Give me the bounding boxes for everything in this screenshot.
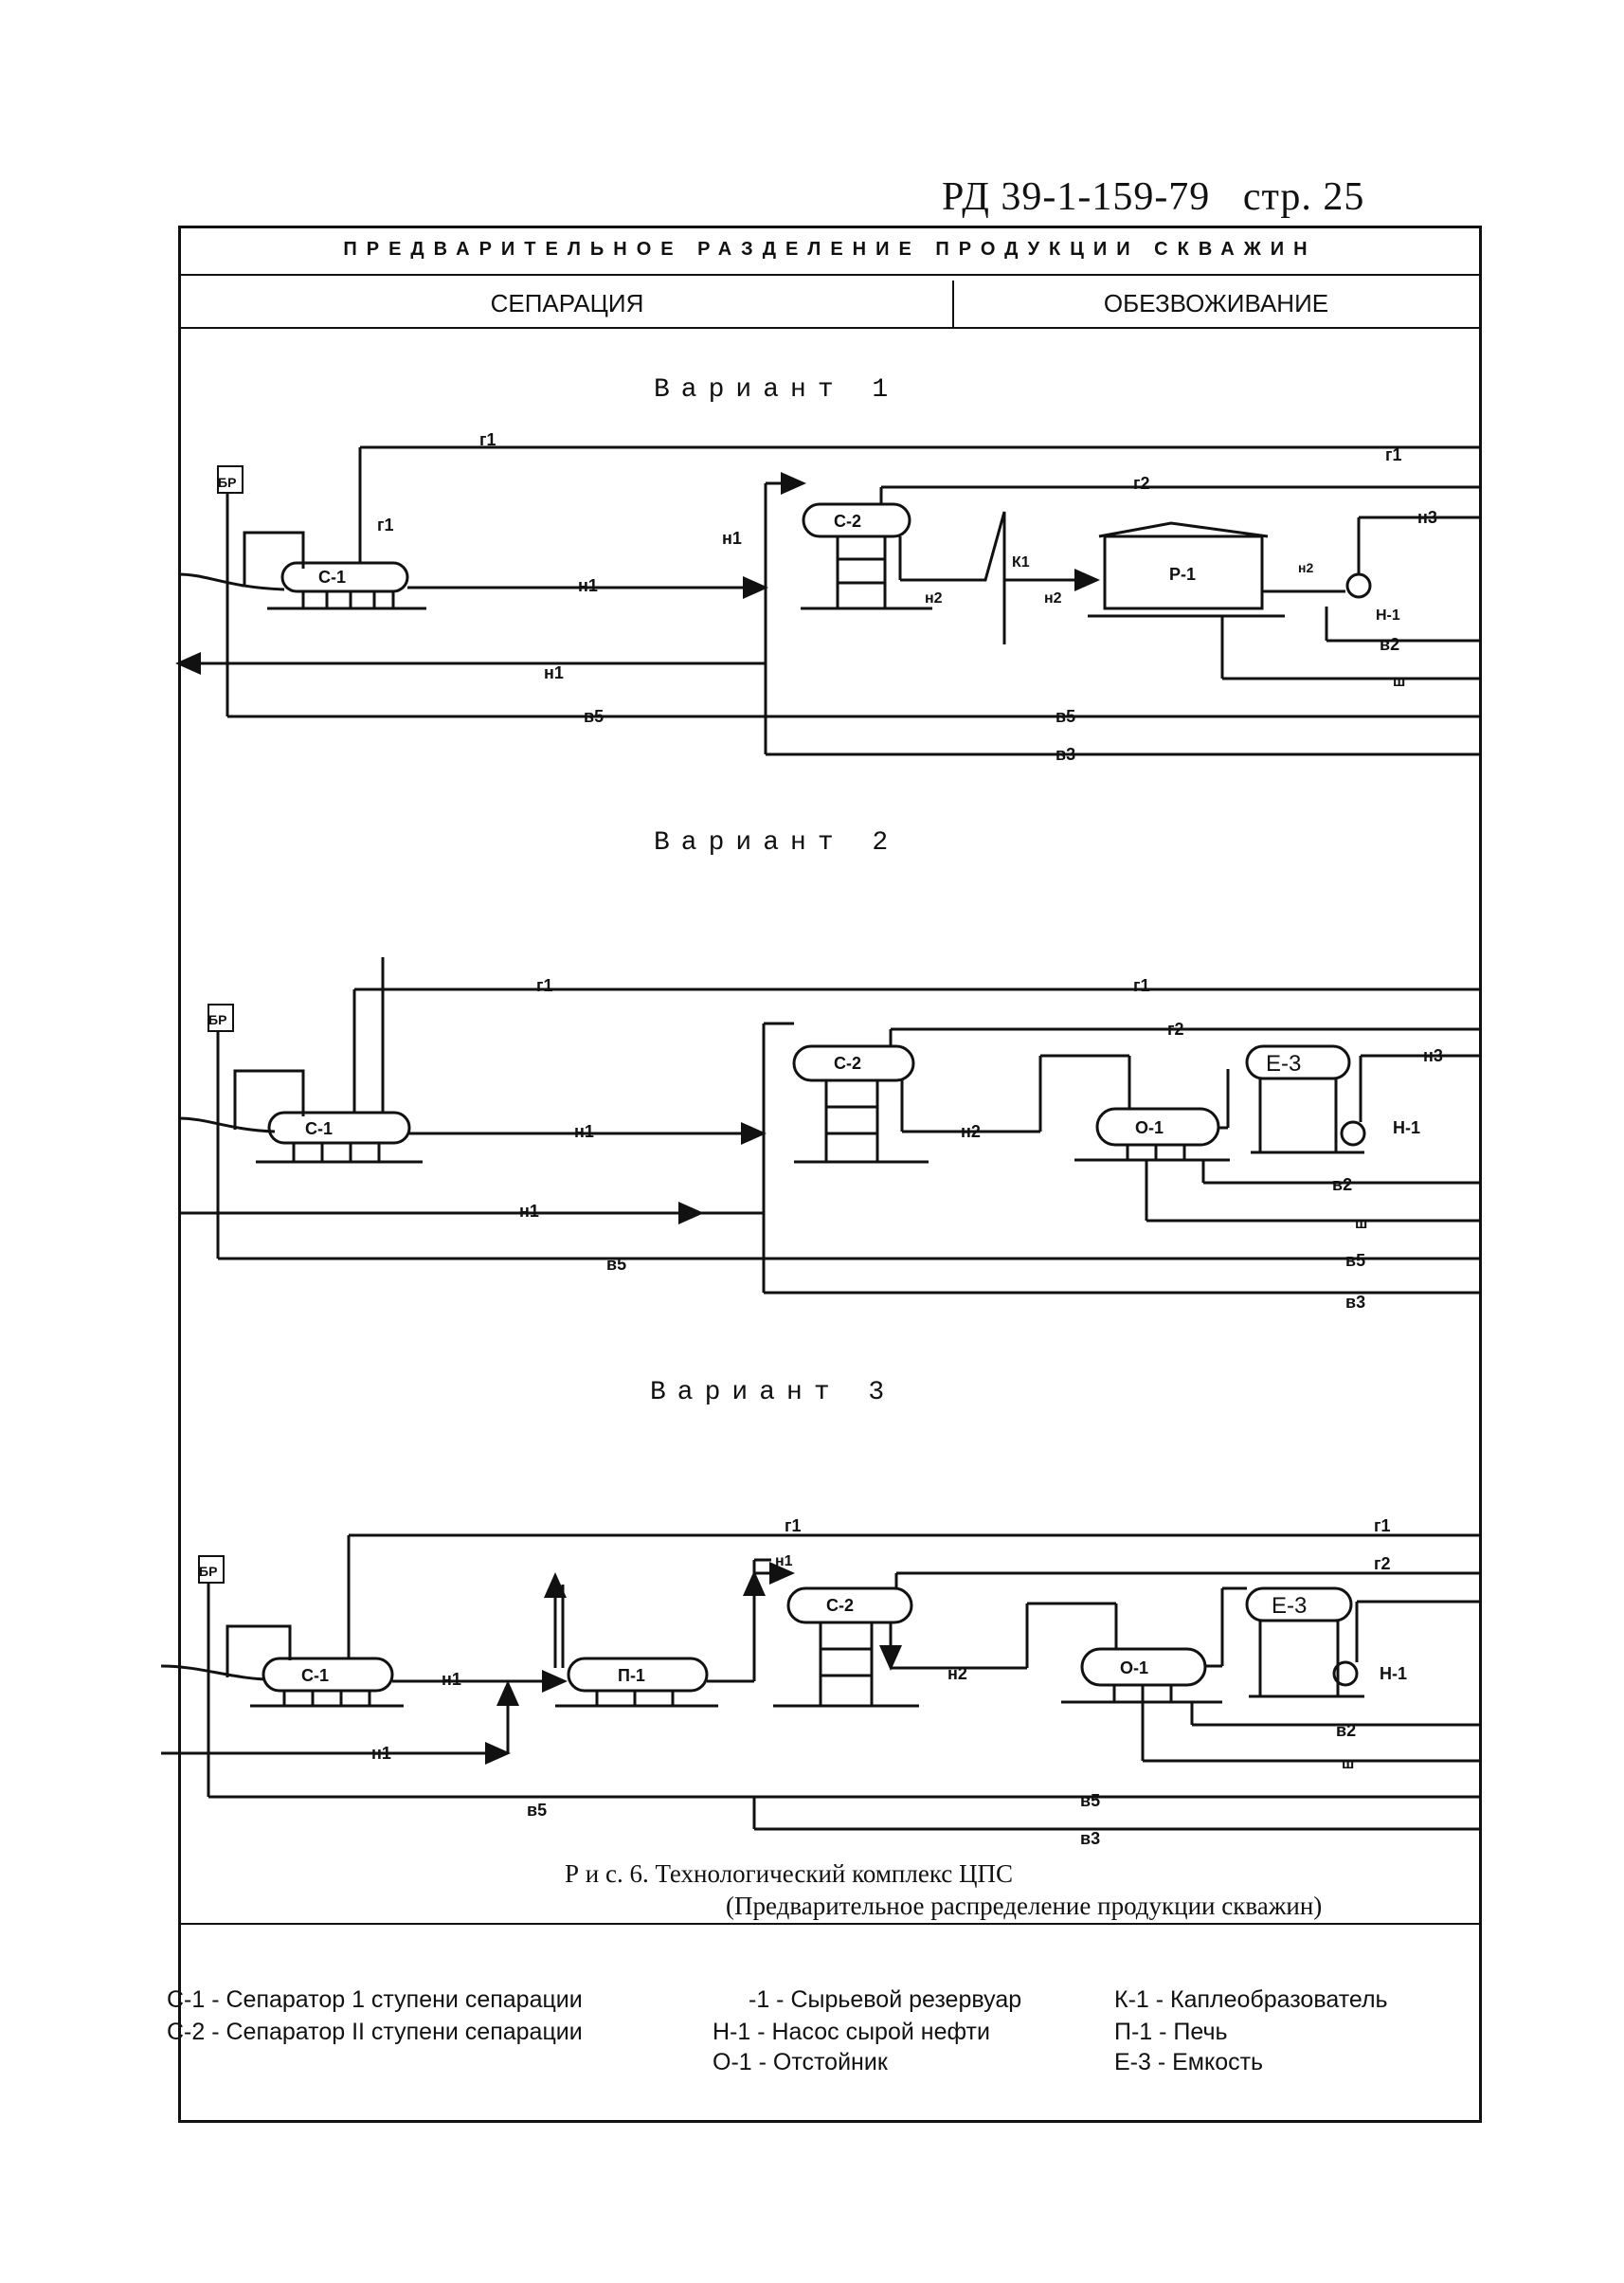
variant-2-label: Вариант 2	[654, 828, 900, 858]
separator-c1	[267, 1111, 411, 1145]
v2-n2: н2	[961, 1122, 981, 1141]
v1-v5-right: в5	[1056, 707, 1075, 726]
variant-1-diagram	[175, 445, 1482, 756]
v2-n3: н3	[1423, 1046, 1443, 1065]
v2-pump-label: Н-1	[1393, 1118, 1420, 1137]
v3-v5-left: в5	[527, 1801, 547, 1820]
v2-c2-label: С-2	[834, 1054, 861, 1073]
v2-e3-label: Е-3	[1266, 1051, 1301, 1077]
br-vessel	[198, 1555, 225, 1584]
v1-n1-vert: н1	[722, 529, 742, 548]
v2-n1-mid: н1	[574, 1122, 594, 1141]
variant-3-label: Вариант 3	[650, 1378, 896, 1407]
raw-tank-r1	[1103, 535, 1264, 610]
legend-item: С-2 - Сепаратор II ступени сепарации	[167, 2019, 583, 2045]
separator-c1	[262, 1657, 394, 1693]
v3-n2: н2	[947, 1664, 967, 1683]
legend-item: С-1 - Сепаратор 1 ступени сепарации	[167, 1986, 583, 2013]
doc-ref: РД 39-1-159-79	[942, 175, 1211, 219]
br-vessel	[217, 465, 244, 494]
v1-g1-left: г1	[479, 430, 496, 449]
v1-v2: в2	[1380, 635, 1399, 654]
v1-k1-label: К1	[1012, 554, 1030, 571]
v1-v3: в3	[1056, 745, 1075, 764]
v1-c1-label: С-1	[318, 568, 346, 587]
v1-c2-label: С-2	[834, 512, 861, 531]
pump-n1	[1345, 572, 1372, 599]
v1-n2-a: н2	[925, 590, 943, 607]
legend-item: О-1 - Отстойник	[713, 2049, 888, 2075]
v1-g1-vert: г1	[377, 516, 394, 535]
v3-n1-low: н1	[371, 1744, 391, 1763]
v3-c1-label: С-1	[301, 1666, 329, 1685]
v3-o1-label: О-1	[1120, 1658, 1148, 1677]
variant-3-diagram	[160, 1533, 1482, 1831]
v1-n2-c: н2	[1298, 560, 1313, 575]
separator-c1	[280, 561, 409, 593]
v2-c1-label: С-1	[305, 1119, 333, 1138]
v3-v5-right: в5	[1080, 1791, 1100, 1810]
pump-n1	[1332, 1660, 1359, 1687]
legend-item: Н-1 - Насос сырой нефти	[713, 2019, 990, 2045]
v1-v5-left: в5	[584, 707, 604, 726]
v3-pump-label: Н-1	[1380, 1664, 1407, 1683]
v3-e3-label: Е-3	[1272, 1593, 1307, 1619]
v3-v3: в3	[1080, 1829, 1100, 1848]
v2-o1-label: О-1	[1135, 1118, 1164, 1137]
tank-r1-roof	[1098, 521, 1269, 538]
furnace-p1	[567, 1657, 709, 1693]
legend-item: К-1 - Каплеобразователь	[1114, 1986, 1388, 2013]
v1-g1-right: г1	[1385, 445, 1402, 464]
v3-sh: ш	[1342, 1756, 1354, 1772]
v3-p1-label: П-1	[618, 1666, 645, 1685]
v2-sh: ш	[1355, 1216, 1367, 1232]
v2-g2: г2	[1167, 1020, 1184, 1039]
v1-n1-mid: н1	[578, 576, 598, 595]
v3-v2: в2	[1336, 1721, 1356, 1740]
legend-item: Е-3 - Емкость	[1114, 2049, 1264, 2075]
v3-c2-label: С-2	[826, 1596, 854, 1615]
section-separation: СЕПАРАЦИЯ	[490, 289, 644, 317]
v2-v3: в3	[1345, 1293, 1365, 1312]
v3-n1-mid: н1	[442, 1670, 461, 1689]
v3-g1-right: г1	[1374, 1516, 1391, 1535]
v1-pump-label: Н-1	[1376, 607, 1400, 624]
figure-caption-sub: (Предварительное распределение продукции…	[726, 1892, 1323, 1920]
v2-g1-right: г1	[1133, 976, 1150, 995]
v2-n1-low: н1	[519, 1202, 539, 1221]
v3-br-label: БР	[199, 1564, 217, 1579]
v1-n2-b: н2	[1044, 590, 1062, 607]
pump-n1	[1340, 1120, 1366, 1147]
v1-n3: н3	[1417, 508, 1437, 527]
v2-v5-left: в5	[606, 1255, 626, 1274]
v1-r1-label: Р-1	[1169, 565, 1196, 584]
variant-2-diagram	[177, 957, 1482, 1295]
v2-br-label: БР	[208, 1012, 226, 1027]
table-title: ПРЕДВАРИТЕЛЬНОЕ РАЗДЕЛЕНИЕ ПРОДУКЦИИ СКВ…	[343, 239, 1317, 260]
page-number: стр. 25	[1242, 175, 1365, 219]
legend-item: П-1 - Печь	[1114, 2019, 1228, 2045]
legend-item: -1 - Сырьевой резервуар	[749, 1986, 1022, 2013]
variant-1-label: Вариант 1	[654, 375, 900, 405]
v3-g2: г2	[1374, 1554, 1391, 1573]
v1-n1-low: н1	[544, 663, 564, 682]
section-dehydration: ОБЕЗВОЖИВАНИЕ	[1103, 289, 1329, 317]
v1-sh: ш	[1393, 674, 1405, 690]
v2-v5-right: в5	[1345, 1251, 1365, 1270]
br-vessel	[208, 1004, 234, 1032]
v2-v2: в2	[1332, 1175, 1352, 1194]
v3-g1-left: г1	[785, 1516, 802, 1535]
v2-g1-left: г1	[536, 976, 553, 995]
figure-frame	[178, 226, 1482, 2123]
v1-br-label: БР	[218, 475, 236, 490]
v3-n1-top: н1	[775, 1553, 793, 1569]
figure-caption: Р и с. 6. Технологический комплекс ЦПС	[565, 1859, 1014, 1888]
document-reference: РД 39-1-159-79 стр. 25	[942, 174, 1364, 220]
v1-g2: г2	[1133, 474, 1150, 493]
